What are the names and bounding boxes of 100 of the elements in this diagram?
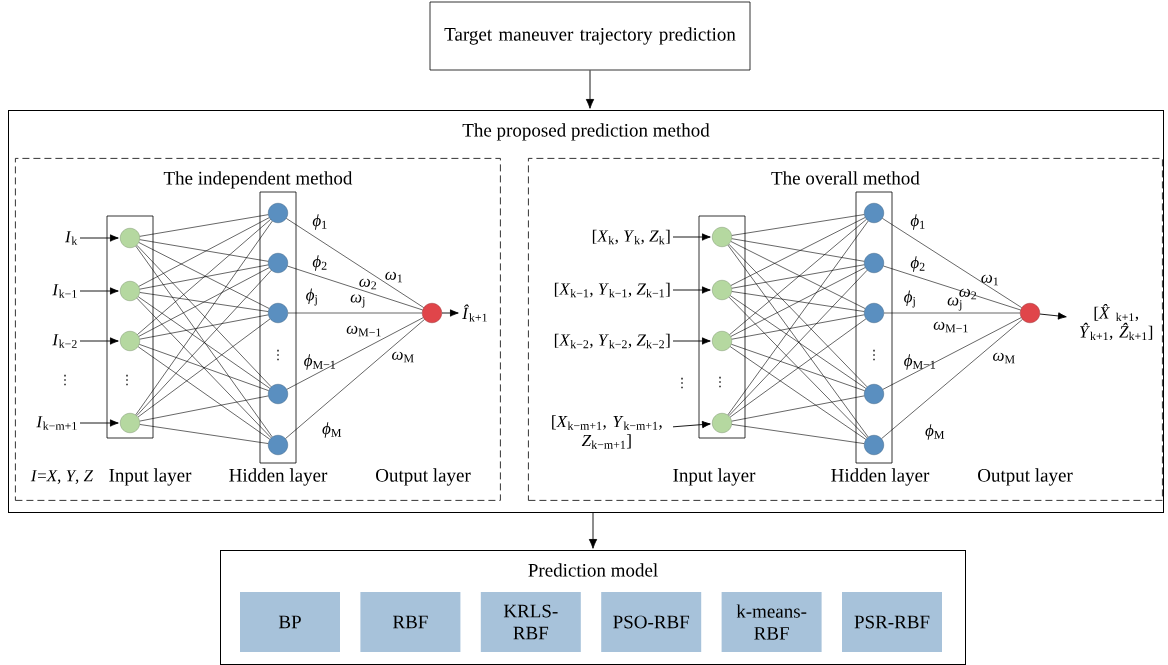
model-box: RBF [360,592,461,652]
function-label: ϕ$_{M−1}$ [904,354,936,370]
function-label: ϕ$_{1}$ [910,214,925,230]
layer-label: Hidden layer [831,468,930,486]
edge-label: ω$_{M}$ [392,351,414,363]
neuron-circle [712,413,732,433]
neuron-circle [864,435,884,455]
connection-line [731,264,865,289]
input-label: [X$_{k−1}$, Y$_{k−1}$, Z$_{k−1}$] [554,282,670,298]
function-label: ϕ$_{j}$ [306,288,317,306]
function-label: ϕ$_{2}$ [312,255,327,271]
neuron-circle [864,303,884,323]
neuron-circle [268,203,288,223]
connection-line [135,245,273,438]
edge-label: ω$_{j}$ [350,294,365,308]
neuron-circle [268,384,288,404]
neuron-circle [120,281,140,301]
function-label: ϕ$_{M}$ [925,424,945,440]
arrow [672,286,711,294]
connection-line [137,318,271,418]
ellipsis-mark: ⋮ [126,374,128,386]
connection-line [138,242,270,309]
connection-line [136,270,272,416]
edge-label: ω$_{2}$ [359,278,377,290]
arrow [672,337,711,345]
process-box: Target maneuver trajectory prediction [429,1,751,71]
model-box: k-means-RBF [721,592,822,652]
connection-line [730,241,866,309]
neuron-circle [712,227,732,247]
edge-label: ω$_{M}$ [993,352,1015,364]
connection-line [883,265,1021,311]
neuron-circle [120,331,140,351]
input-label: [X$_{k−2}$, Y$_{k−2}$, Z$_{k−2}$] [554,333,670,349]
connection-line [137,346,271,440]
connection-line [286,317,424,390]
arrow [79,287,119,295]
edge-label: ω$_{M−1}$ [933,321,968,333]
connection-line [727,220,869,416]
neuron-circle [268,253,288,273]
connection-line [136,244,272,388]
connection-line [727,244,869,438]
connection-line [729,318,867,418]
connection-line [139,292,269,312]
function-label: ϕ$_{2}$ [910,256,925,272]
model-box: BP [240,592,340,652]
connection-line [730,267,866,337]
ellipsis-mark: ⋮ [873,349,875,361]
connection-line [731,395,865,422]
arrow [79,337,119,345]
connection-line [731,238,865,262]
connection-line [287,265,423,311]
connection-line [136,297,272,439]
layer-box [106,215,154,439]
neuron-circle [268,435,288,455]
arrow [1039,312,1067,320]
connection-line [138,267,270,337]
ellipsis-mark: ⋮ [64,374,66,386]
connection-line [882,218,1022,308]
ellipsis-mark: ⋮ [277,349,279,361]
connection-line [731,291,865,312]
model-box: PSR-RBF [842,592,942,652]
neuron-circle [712,331,732,351]
ellipsis-mark: ⋮ [681,377,683,389]
edge-label: ω$_{1}$ [385,271,402,283]
connection-line [728,269,868,417]
layer-box [698,215,746,439]
input-label: I$_{k}$ [64,231,78,245]
layer-label: Output layer [376,468,471,486]
neuron-circle [422,303,442,323]
connection-line [729,295,867,389]
edge-label: ω$_{j}$ [947,297,962,311]
input-label: [X$_{k}$, Y$_{k}$, Z$_{k}$] [592,229,670,245]
connection-line [139,314,269,340]
connection-line [137,296,271,389]
connection-line [139,239,269,262]
arrow [585,69,595,109]
model-box: PSO-RBF [601,592,702,652]
layer-label: Hidden layer [229,468,328,486]
connection-line [731,424,865,444]
neuron-circle [268,303,288,323]
connection-line [881,319,1023,439]
arrow [672,420,711,429]
connection-line [883,312,1021,314]
connection-line [285,319,425,439]
model-box: KRLS-RBF [480,592,581,652]
input-label: [X$_{k−m+1}$, Y$_{k−m+1}$, Z$_{k−m+1}$] [552,415,662,449]
ellipsis-mark: ⋮ [719,376,721,388]
neuron-circle [120,228,140,248]
neuron-circle [864,203,884,223]
input-label: I$_{k−2}$ [52,334,77,348]
layer-label: Input layer [109,468,192,486]
function-label: ϕ$_{1}$ [312,214,327,230]
edge-label: ω$_{M−1}$ [346,325,381,337]
edge-label: ω$_{2}$ [959,288,977,300]
neuron-circle [120,413,140,433]
function-label: ϕ$_{M−1}$ [304,354,336,370]
connection-line [139,214,269,237]
connection-line [728,243,868,388]
layer-label: Output layer [978,468,1073,486]
connection-line [731,214,865,236]
